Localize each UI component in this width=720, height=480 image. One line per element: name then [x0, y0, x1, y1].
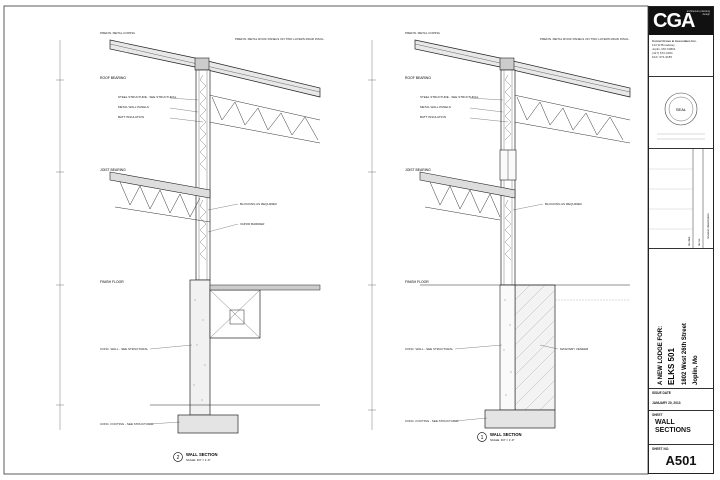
note-blocking: BLOCKING AS REQUIRED — [545, 202, 583, 206]
firm-name: Cornel Grove & Associates Inc. — [652, 39, 697, 43]
sheet-number-block: SHEET NO. A501 — [649, 445, 713, 475]
note-vapor: VAPOR BARRIER — [240, 222, 265, 226]
roof-deck — [414, 39, 631, 98]
project-name: ELKS 501 — [667, 348, 676, 385]
firm-phone: (417) 673-3184 — [652, 51, 673, 55]
foundation-wall — [189, 279, 211, 416]
rev-description-header: revision description — [706, 213, 710, 239]
note-coping: PREFIN. METAL COPING — [100, 31, 136, 35]
roof-deck — [109, 39, 321, 98]
joist-bearing-label: JOIST BEARING — [100, 168, 126, 172]
note-wall-panels: METAL WALL PANELS — [420, 105, 451, 109]
footing — [177, 414, 239, 434]
section-1-number: 1 — [481, 435, 484, 441]
sheet-no-label: SHEET NO. — [652, 447, 670, 451]
note-steel: STEEL STRUCTURE - SEE STRUCTURAL — [420, 95, 479, 99]
note-insulation: BATT INSULATION — [118, 115, 144, 119]
rev-no-header: rev no. — [697, 238, 701, 246]
firm-info: Cornel Grove & Associates Inc. 113 W Bro… — [649, 37, 713, 77]
section-1-scale: SCALE: 3/4" = 1'-0" — [490, 438, 514, 442]
finish-floor-label: FINISH FLOOR — [405, 280, 429, 284]
logo-subtitle: architecture planning design — [686, 10, 710, 16]
insulation — [199, 74, 207, 171]
foundation-wall — [499, 284, 516, 411]
project-address: 1802 West 26th Street — [682, 323, 688, 385]
title-block: CGA architecture planning design Cornel … — [648, 6, 714, 474]
seal-label: SEAL — [676, 107, 687, 112]
issue-date-label: ISSUE DATE — [652, 391, 671, 395]
note-masonry: MASONRY VENEER — [560, 347, 589, 351]
sheet-label: SHEET — [652, 413, 663, 417]
joist-bearing-label: JOIST BEARING — [405, 168, 431, 172]
firm-logo: CGA architecture planning design — [649, 7, 713, 35]
masonry-foundation — [514, 284, 556, 411]
note-steel: STEEL STRUCTURE - SEE STRUCTURAL — [118, 95, 177, 99]
sheet-name-block: SHEET WALL SECTIONS — [649, 411, 713, 445]
logo-text: CGA — [653, 10, 695, 32]
note-wall-panels: METAL WALL PANELS — [118, 105, 149, 109]
firm-address-line: Joplin, MO 64801 — [652, 47, 676, 51]
sheet-name-2: SECTIONS — [655, 427, 691, 434]
issue-date: JANUARY 20, 2013 — [652, 401, 681, 405]
note-conc-wall: CONC. WALL - SEE STRUCTURAL — [100, 347, 148, 351]
wall-section-1: ROOF BEARING JOIST BEARING FINISH FLOOR … — [368, 31, 631, 442]
sheet-number: A501 — [665, 453, 697, 468]
wall-framing — [195, 69, 211, 281]
note-footing: CONC. FOOTING - SEE STRUCTURAL — [405, 419, 459, 423]
finish-floor-label: FINISH FLOOR — [100, 280, 124, 284]
coping — [499, 57, 515, 71]
firm-address-line: 113 W Broadway — [652, 43, 675, 47]
section-1-tag — [477, 432, 487, 442]
note-metal-roof: PREFIN. METAL ROOF PANELS ON TWO LAYERS … — [235, 37, 325, 41]
revision-block: revision description rev no. rev date — [649, 149, 713, 249]
coping — [194, 57, 210, 71]
note-footing: CONC. FOOTING - SEE STRUCTURAL — [100, 422, 154, 426]
note-coping: PREFIN. METAL COPING — [405, 31, 441, 35]
project-city: Joplin, Mo — [693, 355, 699, 385]
note-metal-roof: PREFIN. METAL ROOF PANELS ON TWO LAYERS … — [540, 37, 630, 41]
wall-section-2: ROOF BEARING JOIST BEARING FINISH FLOOR … — [56, 31, 325, 462]
note-insulation: BATT INSULATION — [420, 115, 446, 119]
note-blocking: BLOCKING AS REQUIRED — [240, 202, 278, 206]
roof-joist — [208, 94, 321, 144]
project-block: A NEW LODGE FOR: ELKS 501 1802 West 26th… — [649, 249, 713, 389]
floor-deck — [109, 171, 211, 199]
insulation — [504, 74, 512, 141]
section-2-scale: SCALE: 3/4" = 1'-0" — [186, 458, 210, 462]
roof-bearing-label: ROOF BEARING — [405, 76, 431, 80]
architect-seal-icon — [664, 92, 698, 126]
roof-bearing-label: ROOF BEARING — [100, 76, 126, 80]
firm-fax: FAX: 673-3185 — [652, 55, 673, 59]
roof-joist — [513, 94, 631, 144]
note-conc-wall: CONC. WALL - SEE STRUCTURAL — [405, 347, 453, 351]
section-1-title: WALL SECTION — [490, 432, 522, 437]
project-line-1: A NEW LODGE FOR: — [658, 326, 664, 385]
issue-block: ISSUE DATE JANUARY 20, 2013 — [649, 389, 713, 411]
section-2-tag — [173, 452, 183, 462]
rev-date-header: rev date — [687, 236, 691, 246]
section-2-number: 2 — [177, 455, 180, 461]
seal-area: SEAL — [649, 79, 713, 149]
floor-slab — [209, 284, 321, 291]
sheet-name-1: WALL — [655, 419, 675, 426]
section-2-title: WALL SECTION — [186, 452, 218, 457]
floor-deck — [419, 171, 516, 199]
footing — [484, 409, 556, 429]
